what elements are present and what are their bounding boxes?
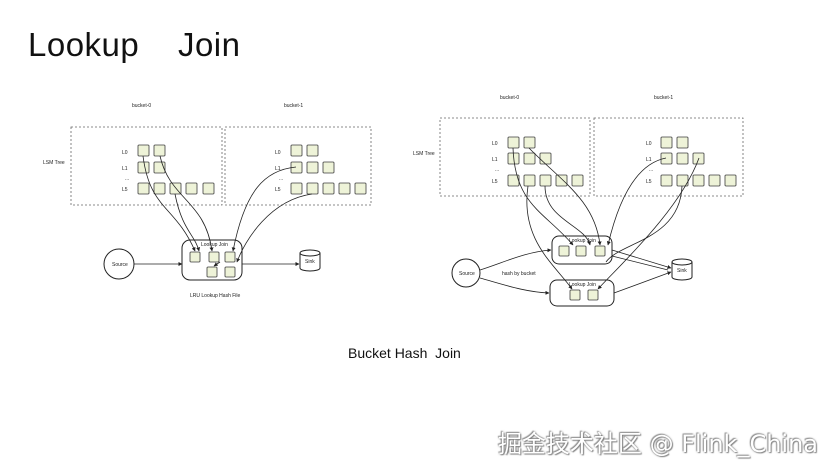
bucket-1-label: bucket-1: [284, 103, 303, 109]
sst-file: [306, 144, 319, 157]
sst-file: [660, 174, 673, 187]
cache-caption: LRU Lookup Hash File: [190, 293, 241, 299]
right-diagram: bucket-0 bucket-1 LSM Tree L0 L1 ... L5 …: [413, 95, 744, 307]
cache-file: [569, 289, 581, 301]
left-edges: [134, 155, 313, 267]
bucket-0-box: [70, 126, 223, 206]
sst-file: [322, 182, 335, 195]
sst-file: [660, 152, 673, 165]
lookup-join-label: Lookup Join: [201, 242, 228, 248]
cache-file: [558, 245, 570, 257]
sst-file: [571, 174, 584, 187]
left-sst-files: [137, 144, 367, 195]
sst-file: [708, 174, 721, 187]
hash-by-bucket-label: hash by bucket: [502, 271, 536, 277]
sst-file: [202, 182, 215, 195]
sst-file: [507, 136, 520, 149]
level-label-ellipsis: ...: [649, 167, 653, 173]
sst-file: [539, 174, 552, 187]
cache-file: [206, 266, 218, 278]
level-label-l1: L1: [492, 157, 498, 163]
level-label-l0: L0: [122, 150, 128, 156]
sst-file: [676, 136, 689, 149]
bucket-0-label: bucket-0: [500, 95, 519, 101]
sink-node: [299, 249, 321, 272]
cache-file: [594, 245, 606, 257]
sst-file: [676, 152, 689, 165]
sink-label: Sink: [305, 259, 315, 265]
cache-file: [224, 251, 236, 263]
sink-label: Sink: [677, 268, 687, 274]
source-label: Source: [112, 262, 128, 268]
bucket-0-label: bucket-0: [132, 103, 151, 109]
cache-file: [587, 289, 599, 301]
sst-file: [724, 174, 737, 187]
right-sst-files: [507, 136, 737, 187]
bucket-1-label: bucket-1: [654, 95, 673, 101]
bucket-0-box: [439, 117, 591, 197]
lsm-tree-label: LSM Tree: [43, 160, 65, 166]
level-label-l1: L1: [646, 157, 652, 163]
lookup-join-label: Lookup Join: [569, 238, 596, 244]
level-label-ellipsis: ...: [279, 176, 283, 182]
sst-file: [153, 182, 166, 195]
level-label-l5: L5: [122, 187, 128, 193]
slide-title: Lookup Join: [28, 26, 241, 63]
sst-file: [153, 144, 166, 157]
sst-file: [338, 182, 351, 195]
level-label-l0: L0: [275, 150, 281, 156]
sst-file: [185, 182, 198, 195]
watermark: 掘金技术社区 @ Flink_China: [497, 430, 818, 458]
level-label-l0: L0: [646, 141, 652, 147]
cache-file: [224, 266, 236, 278]
bucket-1-box: [593, 117, 744, 197]
cache-file: [575, 245, 587, 257]
sst-file: [354, 182, 367, 195]
level-label-ellipsis: ...: [495, 167, 499, 173]
sst-file: [555, 174, 568, 187]
sst-file: [306, 161, 319, 174]
sst-file: [539, 152, 552, 165]
lookup-join-label: Lookup Join: [569, 282, 596, 288]
source-node: [451, 258, 481, 288]
sst-file: [306, 182, 319, 195]
level-label-l5: L5: [275, 187, 281, 193]
sst-file: [290, 182, 303, 195]
cache-file: [208, 251, 220, 263]
sst-file: [523, 174, 536, 187]
sst-file: [137, 182, 150, 195]
sst-file: [322, 161, 335, 174]
sink-node: [671, 258, 693, 281]
level-label-l1: L1: [122, 166, 128, 172]
level-label-ellipsis: ...: [125, 176, 129, 182]
sst-file: [523, 152, 536, 165]
cache-file: [189, 251, 201, 263]
left-diagram: bucket-0 bucket-1 LSM Tree L0 L1 ... L5 …: [43, 103, 372, 299]
sst-file: [660, 136, 673, 149]
sst-file: [290, 144, 303, 157]
sst-file: [137, 144, 150, 157]
sst-file: [676, 174, 689, 187]
level-label-l5: L5: [492, 179, 498, 185]
source-label: Source: [459, 271, 475, 277]
bucket-1-box: [224, 126, 372, 206]
right-edges: [479, 147, 700, 295]
level-label-l0: L0: [492, 141, 498, 147]
bucket-hash-join-caption: Bucket Hash Join: [348, 345, 461, 361]
sst-file: [137, 161, 150, 174]
lsm-tree-label: LSM Tree: [413, 151, 435, 157]
level-label-l1: L1: [275, 166, 281, 172]
sst-file: [692, 174, 705, 187]
level-label-l5: L5: [646, 179, 652, 185]
sst-file: [523, 136, 536, 149]
